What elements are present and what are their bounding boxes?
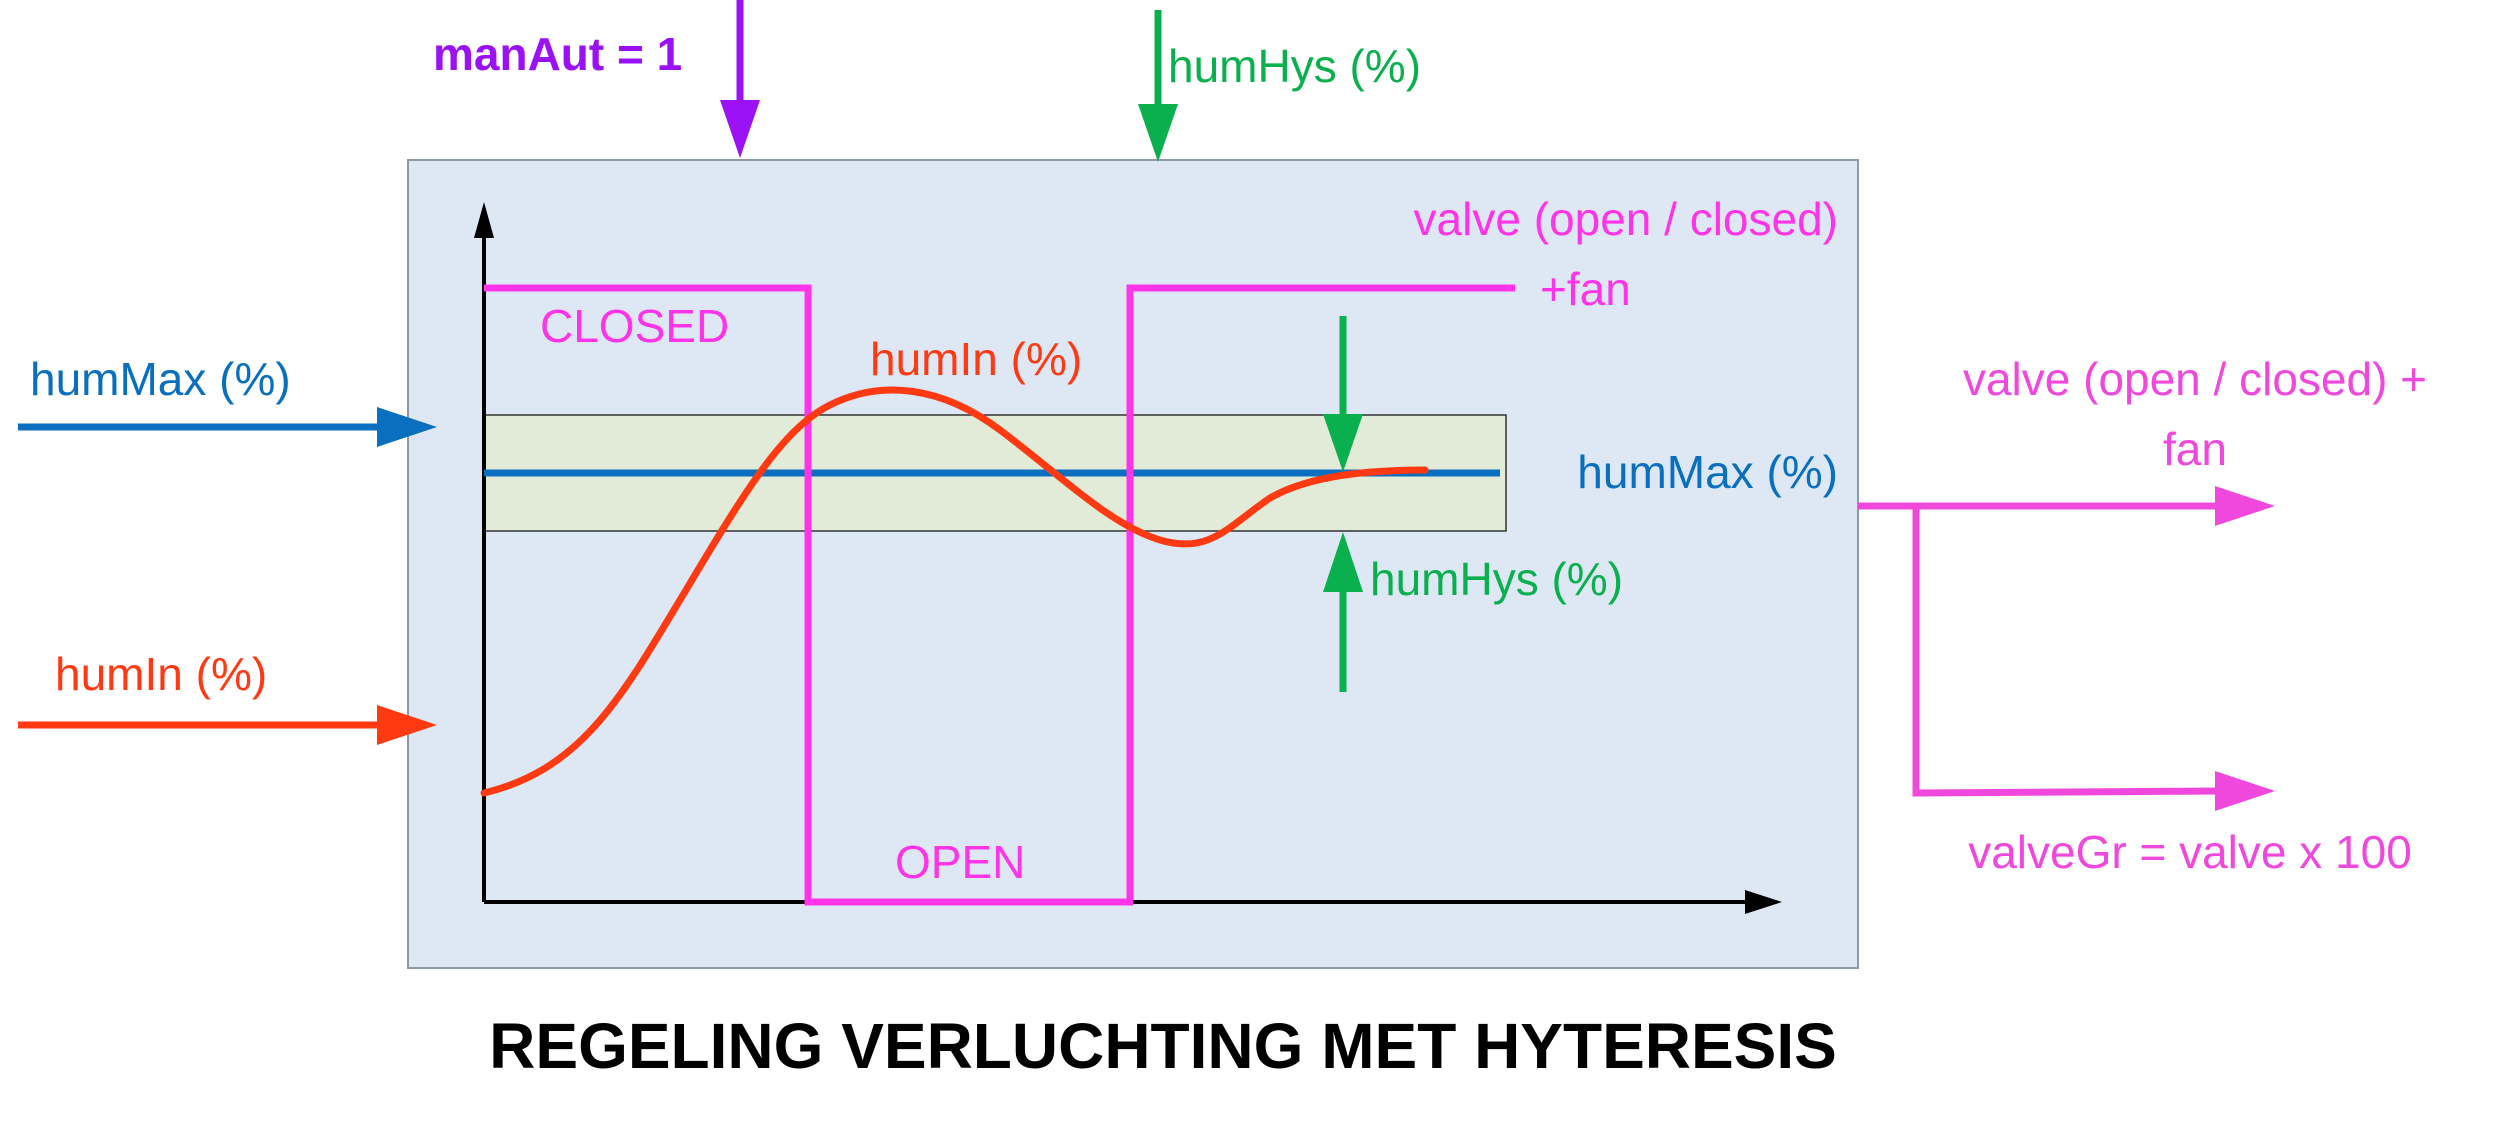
valve-output-label-line2: fan: [2163, 423, 2227, 475]
humhys-up-arrow-head: [1323, 532, 1363, 592]
valve-graph-label-line2: +fan: [1540, 263, 1631, 315]
hummax-line-label: humMax (%): [1577, 446, 1838, 498]
humin-curve: [480, 386, 1429, 797]
valve-state-line: [484, 284, 1515, 906]
valve-output-arrow-head: [2215, 486, 2275, 526]
humhys-lower-label: humHys (%): [1370, 553, 1623, 605]
open-label: OPEN: [895, 836, 1025, 888]
hummax-input-arrow-head: [377, 407, 437, 447]
x-axis-arrow: [1745, 890, 1782, 914]
valvegr-output-label: valveGr = valve x 100: [1968, 826, 2412, 878]
humhys-top-label: humHys (%): [1168, 40, 1421, 92]
valve-graph-label-line1: valve (open / closed): [1414, 193, 1838, 245]
valve-output-label-line1: valve (open / closed) +: [1963, 353, 2427, 405]
closed-label: CLOSED: [540, 300, 729, 352]
humin-input-label: humIn (%): [55, 648, 267, 700]
valvegr-output-arrow-head: [2215, 771, 2275, 811]
humin-input-arrow-head: [377, 705, 437, 745]
manaut-arrow-head: [720, 100, 760, 158]
diagram-title: REGELING VERLUCHTING MET HYTERESIS: [489, 1010, 1837, 1082]
y-axis-arrow: [474, 202, 494, 238]
manaut-label: manAut = 1: [433, 28, 682, 80]
humhys-top-arrow-head: [1138, 104, 1178, 162]
valvegr-output-line: [1912, 506, 2223, 797]
humhys-down-arrow-head: [1323, 414, 1363, 472]
hummax-input-label: humMax (%): [30, 353, 291, 405]
humin-curve-label: humIn (%): [870, 333, 1082, 385]
